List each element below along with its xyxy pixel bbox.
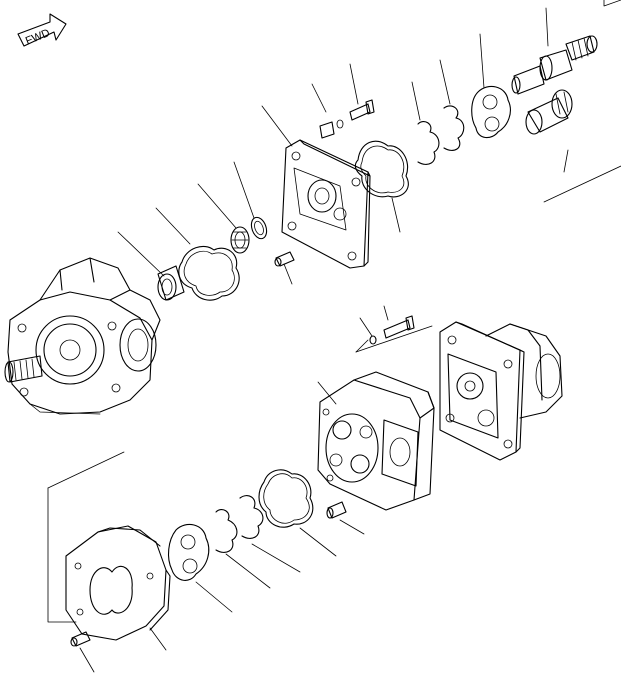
needle-bearing-part — [157, 265, 185, 301]
rear-gear-housing — [317, 371, 435, 511]
main-pump-body — [4, 257, 161, 415]
lower-seal-part — [258, 469, 314, 528]
oring-part — [250, 216, 268, 240]
small-pin-lower — [70, 631, 91, 647]
rear-cover-flange — [439, 321, 563, 461]
dowel-pin-lower — [326, 501, 347, 519]
thrust-plate-upper — [471, 85, 511, 139]
upper-seal-part — [178, 245, 240, 301]
washer-part — [319, 119, 344, 139]
fwd-arrow: FWD — [17, 13, 67, 48]
front-cover-plate — [281, 139, 371, 269]
rear-washer — [369, 335, 377, 345]
dowel-pin-upper — [274, 251, 295, 267]
middle-seal-part — [354, 140, 409, 198]
snap-ring-2 — [443, 105, 465, 151]
rear-bolt — [383, 315, 415, 339]
ball-bearing-part — [230, 226, 250, 254]
snap-ring-4 — [239, 495, 264, 539]
snap-ring-1 — [417, 121, 440, 165]
bolt-part — [349, 99, 375, 121]
thrust-plate-lower — [167, 523, 210, 581]
leader-lines — [47, 0, 621, 673]
snap-ring-3 — [215, 509, 238, 553]
driven-gear — [525, 89, 573, 135]
drive-gear-shaft — [511, 35, 598, 95]
lower-gear-body — [65, 525, 171, 641]
